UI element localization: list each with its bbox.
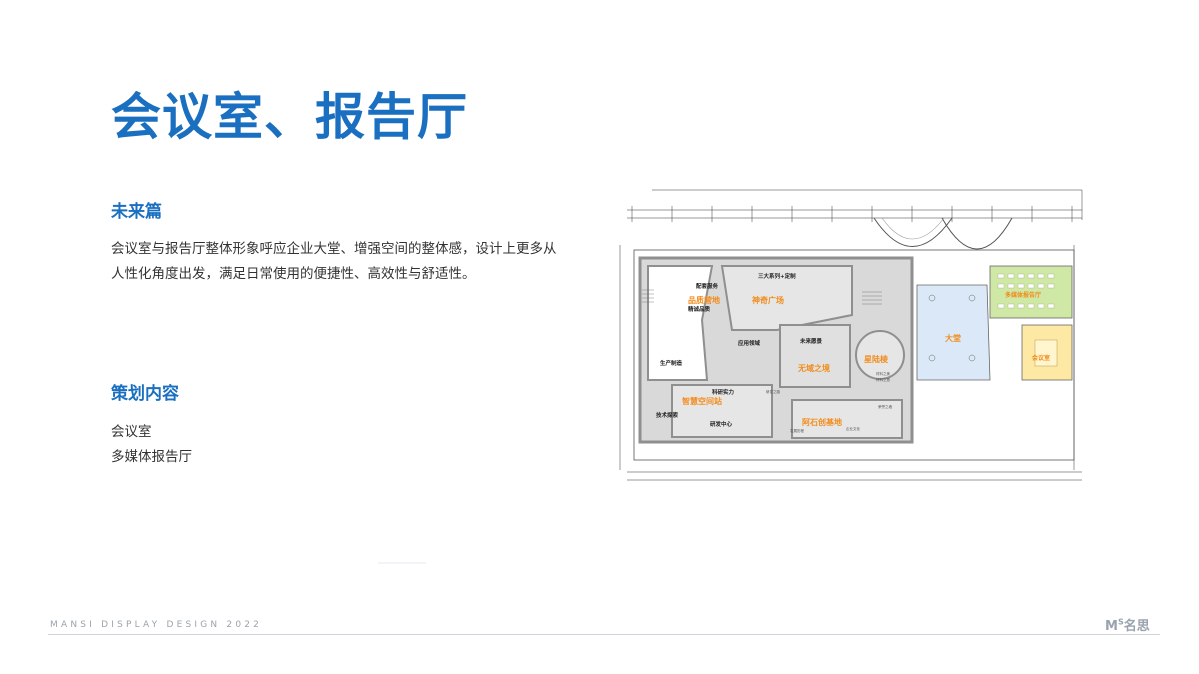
list-item: 多媒体报告厅 — [111, 449, 192, 465]
label-brand: 品质营地 — [688, 295, 720, 305]
label-sci: 科研实力 — [712, 388, 735, 396]
label-report: 多媒体报告厅 — [1005, 291, 1041, 299]
label-small: 材料之旅 — [876, 377, 890, 382]
planning-list: 会议室 多媒体报告厅 — [111, 420, 192, 470]
section-heading-future: 未来篇 — [111, 202, 162, 222]
label-service: 配套服务 — [696, 282, 719, 290]
label-boundless: 无域之境 — [797, 363, 830, 373]
section-heading-planning: 策划内容 — [111, 384, 179, 404]
page-title: 会议室、报告厅 — [111, 88, 468, 146]
label-wisdom: 智慧空间站 — [682, 396, 722, 406]
label-small: 发展历程 — [790, 428, 804, 433]
label-products: 精诚品质 — [688, 305, 711, 313]
label-small: 研发之路 — [766, 389, 780, 394]
label-rich: 神奇广场 — [752, 295, 784, 305]
label-prod: 生产制造 — [660, 359, 683, 367]
label-base: 阿石创基地 — [802, 417, 842, 427]
section-paragraph: 会议室与报告厅整体形象呼应企业大堂、增强空间的整体感，设计上更多从人性化角度出发… — [111, 241, 557, 282]
decorative-mark — [378, 562, 426, 564]
label-series: 三大系列+定制 — [758, 272, 796, 280]
label-dome: 星陆棱 — [864, 354, 889, 364]
logo-text: 名思 — [1123, 619, 1150, 634]
label-future: 未来愿景 — [799, 337, 823, 345]
list-item: 会议室 — [111, 424, 152, 440]
label-small: 材料之美 — [876, 371, 890, 376]
label-app: 应用领域 — [738, 339, 761, 347]
footer-divider — [48, 634, 1160, 635]
brand-logo: MS名思 — [1105, 615, 1150, 634]
label-meeting: 会议室 — [1032, 354, 1050, 362]
label-small: 企业文化 — [846, 426, 860, 431]
logo-sup: S — [1117, 617, 1124, 627]
label-small: 荣誉之墙 — [878, 404, 892, 409]
label-hall: 大堂 — [945, 333, 961, 343]
label-tech: 技术探索 — [656, 411, 679, 419]
floor-plan-image: 品质营地 神奇广场 星陆棱 智慧空间站 无域之境 阿石创基地 大堂 会议室 多媒… — [612, 180, 1092, 492]
footer-tagline: MANSI DISPLAY DESIGN 2022 — [50, 620, 263, 630]
logo-mark: M — [1105, 619, 1118, 634]
label-rd: 研发中心 — [710, 420, 733, 428]
